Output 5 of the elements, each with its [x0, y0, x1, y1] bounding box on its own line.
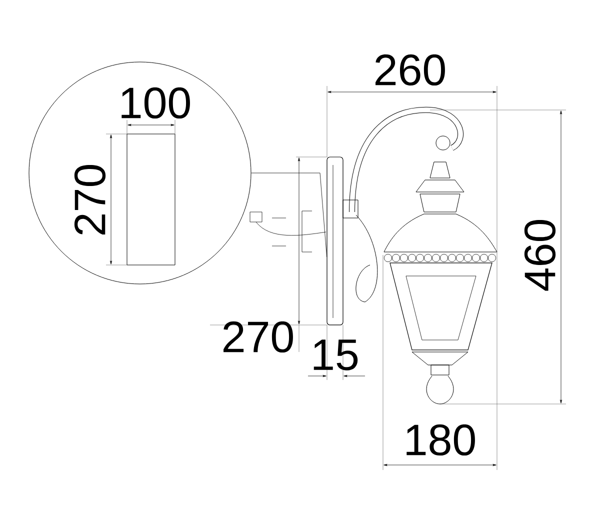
dimension-label: 15	[314, 340, 358, 370]
dimension-label: 100	[122, 87, 190, 119]
mounting-plate-outline	[126, 134, 176, 266]
dimension-label: 270	[224, 321, 293, 353]
leader-line	[251, 172, 327, 258]
